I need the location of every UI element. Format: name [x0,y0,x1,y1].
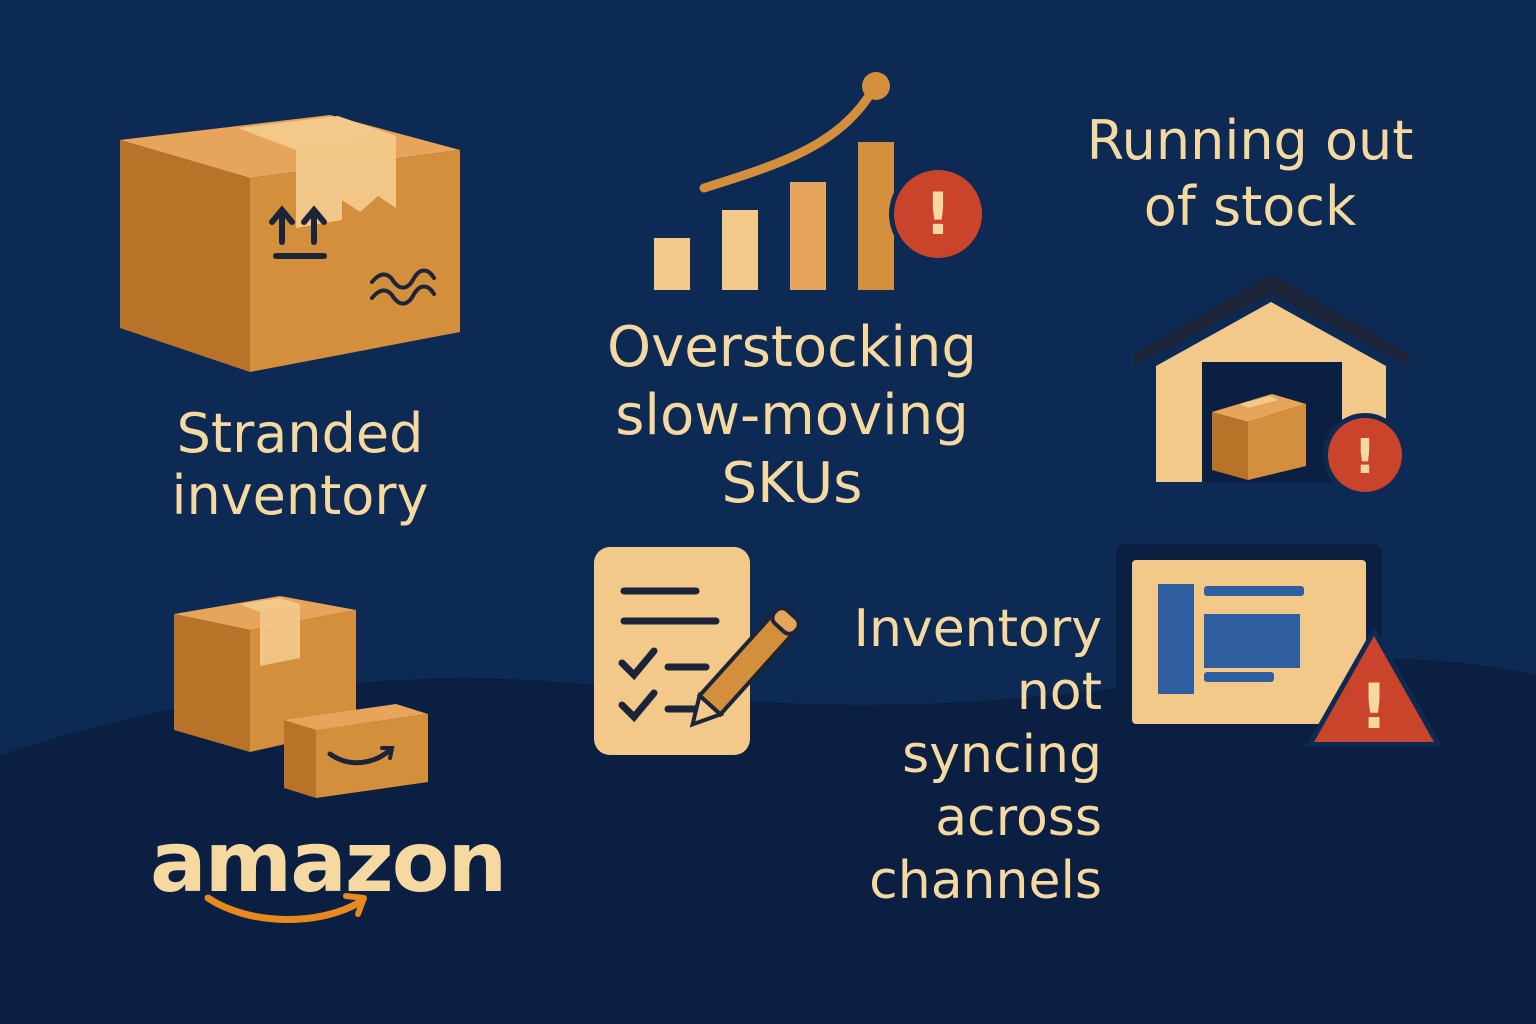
alert-badge-chart: ! [889,165,987,263]
not-syncing-line-2: not [1016,662,1102,722]
running-out-line-1: Running out [1086,109,1414,172]
amazon-smile-icon [204,893,367,923]
stranded-line-1: Stranded [176,402,424,465]
overstocking-line-2: slow-moving [615,383,969,448]
stranded-line-2: inventory [171,464,429,528]
not-syncing-line-3: syncing [902,725,1102,785]
amazon-boxes-icon [174,596,428,798]
alert-badge-warehouse: ! [1323,413,1407,497]
not-syncing-line-5: channels [869,851,1102,911]
rising-bar-chart-icon [654,72,894,290]
amazon-wordmark: amazon [150,820,507,904]
alert-symbol: ! [1354,429,1376,485]
running-out-line-2: of stock [1143,175,1357,238]
not-syncing-line-4: across [935,788,1102,848]
not-syncing-label: Inventory not syncing across channels [820,598,1102,913]
running-out-label: Running out of stock [1060,108,1440,240]
amazon-wordmark-text: amazon [150,813,507,911]
not-syncing-line-1: Inventory [853,599,1102,659]
checklist-pencil-icon [594,547,801,755]
alert-symbol: ! [1360,670,1388,743]
overstocking-line-1: Overstocking [607,315,977,380]
stranded-inventory-label: Stranded inventory [120,402,480,528]
monitor-warning-icon: ! [1116,544,1442,766]
overstocking-label: Overstocking slow-moving SKUs [592,314,992,518]
overstocking-line-3: SKUs [721,451,863,516]
alert-symbol: ! [925,180,951,248]
cardboard-box-icon [120,115,460,372]
